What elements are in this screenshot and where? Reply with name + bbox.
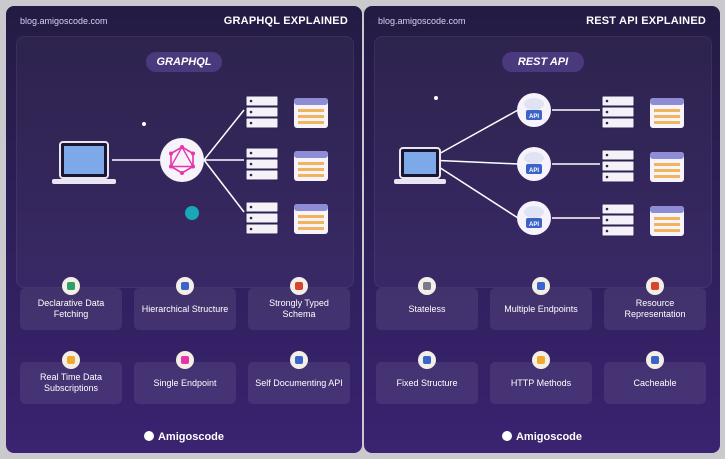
brand-logo: Amigoscode — [364, 431, 720, 443]
api-label: API — [529, 114, 539, 120]
server-icon-2 — [601, 149, 635, 183]
server-icon-1 — [601, 95, 635, 129]
server-icon-1 — [245, 95, 279, 129]
database-icon-1 — [294, 98, 328, 128]
teal-dot-icon — [185, 206, 199, 220]
resource-icon — [646, 277, 664, 295]
api-label: API — [529, 168, 539, 174]
server-icon-3 — [245, 201, 279, 235]
connection-lines — [427, 109, 600, 219]
amigoscode-logo-icon — [143, 431, 154, 441]
feature-card: Single Endpoint — [134, 362, 236, 404]
panel-heading: REST API EXPLAINED — [586, 15, 706, 27]
graphql-panel: blog.amigoscode.com GRAPHQL EXPLAINED GR… — [6, 6, 362, 453]
feature-card: Resource Representation — [604, 288, 706, 330]
database-icon-3 — [294, 204, 328, 234]
graphql-diagram — [52, 95, 328, 235]
stateless-icon — [418, 277, 436, 295]
feature-card: Declarative Data Fetching — [20, 288, 122, 330]
server-icon-3 — [601, 203, 635, 237]
laptop-icon — [52, 141, 116, 184]
section-pill: REST API — [502, 52, 584, 72]
feature-card: Cacheable — [604, 362, 706, 404]
panel-heading: GRAPHQL EXPLAINED — [223, 15, 348, 27]
amigoscode-logo-icon — [501, 431, 512, 441]
rest-diagram: API API API — [394, 93, 684, 237]
laptop-icon — [394, 147, 446, 184]
bell-icon — [62, 351, 80, 369]
rest-panel: blog.amigoscode.com REST API EXPLAINED R… — [364, 6, 720, 453]
sparkle-icon — [142, 122, 146, 126]
declarative-icon — [62, 277, 80, 295]
database-icon-3 — [650, 206, 684, 236]
graphql-endpoint-icon — [176, 351, 194, 369]
feature-card: Hierarchical Structure — [134, 288, 236, 330]
database-icon-1 — [650, 98, 684, 128]
graphql-logo-icon — [160, 138, 204, 182]
feature-card: Fixed Structure — [376, 362, 478, 404]
brand-logo: Amigoscode — [6, 431, 362, 443]
api-label: API — [529, 222, 539, 228]
cache-icon — [646, 351, 664, 369]
server-icon-2 — [245, 147, 279, 181]
schema-icon — [290, 277, 308, 295]
feature-card: Self Documenting API — [248, 362, 350, 404]
document-icon — [290, 351, 308, 369]
cloud-endpoints-icon — [532, 277, 550, 295]
api-cloud-icon-1 — [517, 93, 551, 127]
structure-icon — [418, 351, 436, 369]
blog-url[interactable]: blog.amigoscode.com — [20, 16, 108, 26]
feature-card: Strongly Typed Schema — [248, 288, 350, 330]
api-cloud-icon-2 — [517, 147, 551, 181]
sparkle-icon — [434, 96, 438, 100]
feature-card: Multiple Endpoints — [490, 288, 592, 330]
feature-card: Stateless — [376, 288, 478, 330]
database-icon-2 — [650, 152, 684, 182]
database-icon-2 — [294, 151, 328, 181]
feature-card: HTTP Methods — [490, 362, 592, 404]
feature-card: Real Time Data Subscriptions — [20, 362, 122, 404]
section-pill: GRAPHQL — [146, 52, 222, 72]
api-cloud-icon-3 — [517, 201, 551, 235]
connection-lines — [112, 109, 245, 213]
blog-url[interactable]: blog.amigoscode.com — [378, 16, 466, 26]
hierarchy-icon — [176, 277, 194, 295]
http-icon — [532, 351, 550, 369]
